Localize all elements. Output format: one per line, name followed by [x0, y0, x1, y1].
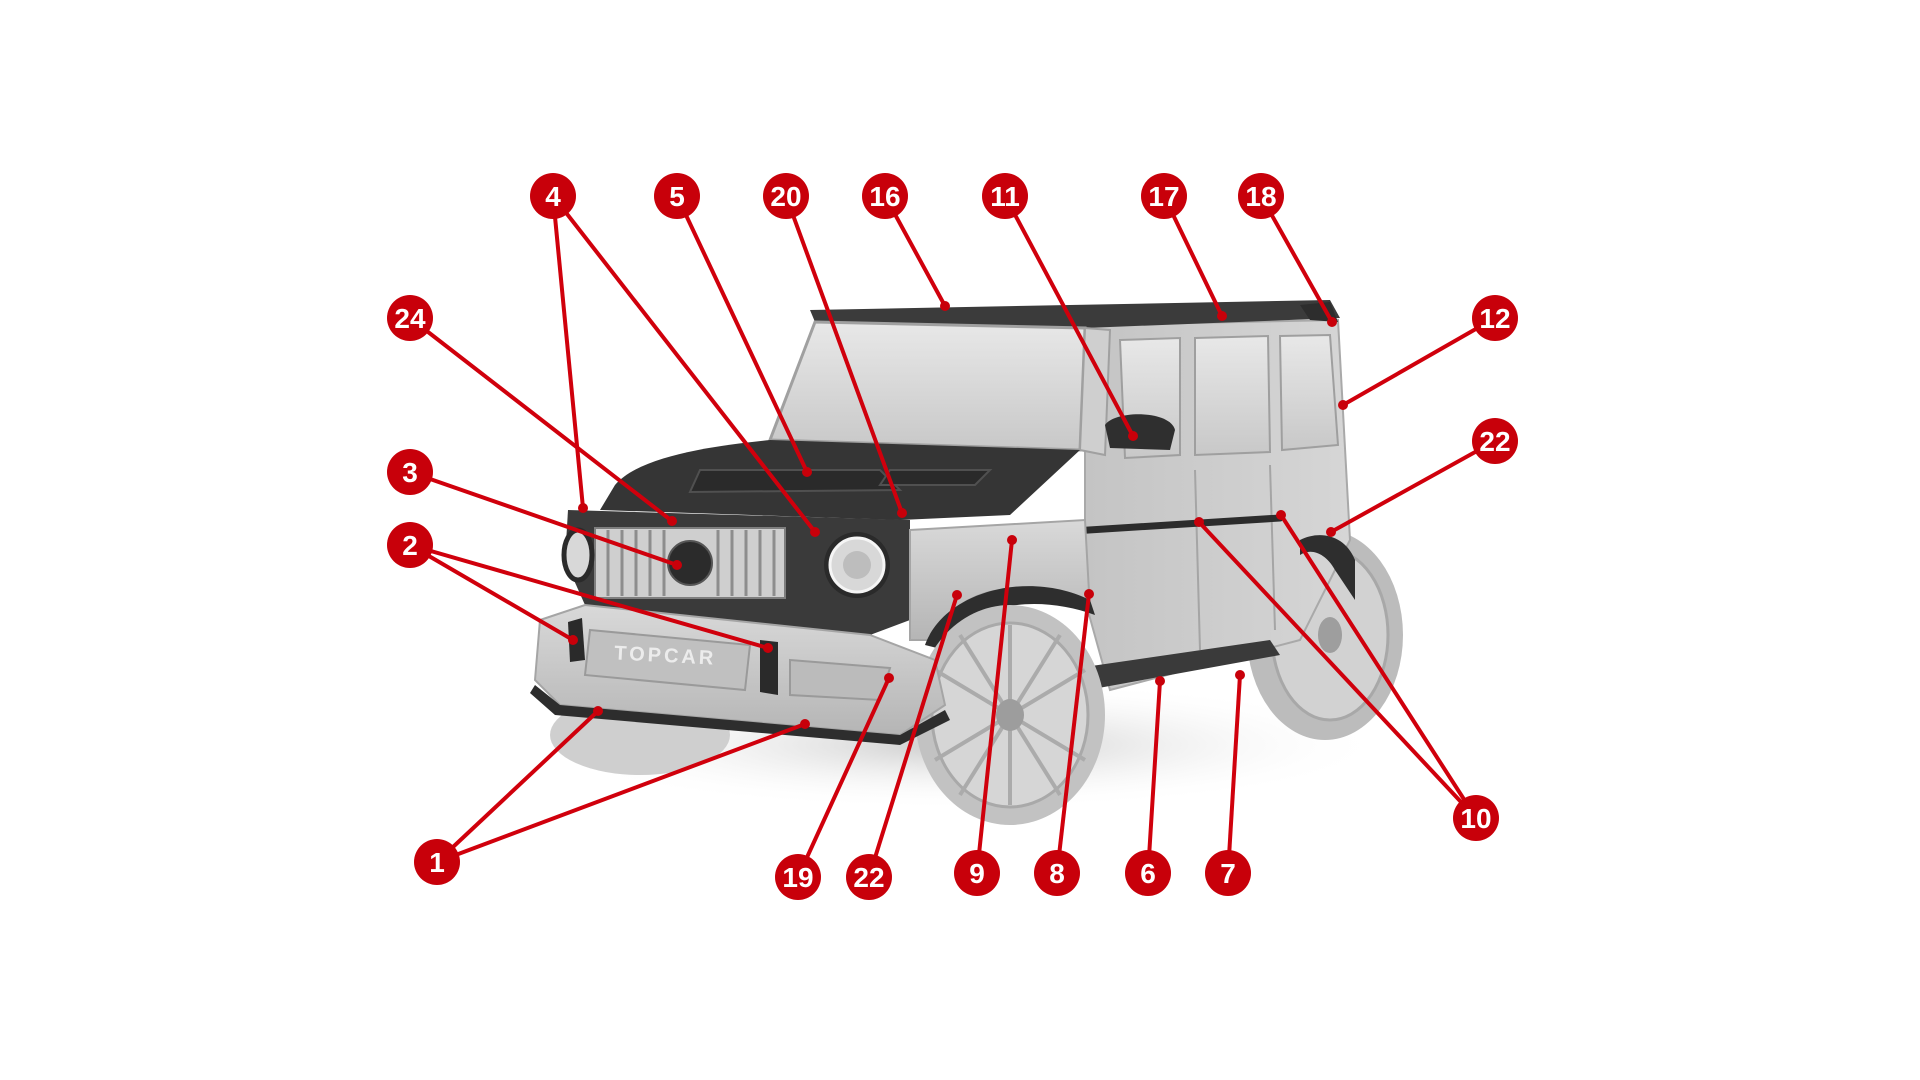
callout-19[interactable]: 19	[775, 854, 821, 900]
callout-12[interactable]: 12	[1472, 295, 1518, 341]
callout-8-label: 8	[1049, 858, 1065, 889]
leader-lines	[408, 194, 1496, 878]
leader-10a	[1197, 520, 1478, 820]
leader-18	[1259, 195, 1334, 323]
leader-24	[408, 316, 674, 523]
callout-11[interactable]: 11	[982, 173, 1028, 219]
callout-17[interactable]: 17	[1141, 173, 1187, 219]
callout-20[interactable]: 20	[763, 173, 809, 219]
leader-3	[409, 470, 678, 567]
leader-1a	[435, 709, 600, 864]
callout-16[interactable]: 16	[862, 173, 908, 219]
callout-18-label: 18	[1245, 181, 1276, 212]
callout-4-label: 4	[545, 181, 561, 212]
leader-4a	[551, 195, 585, 509]
roof-panel	[810, 300, 1340, 328]
side-mirror	[1105, 414, 1175, 450]
side-window-middle	[1194, 334, 1272, 457]
leader-22a	[867, 594, 959, 878]
callout-badges: 1 2 3 4 5 6 7 8 9 10 11 12 16 17 18 19 2…	[387, 173, 1518, 900]
callout-16-label: 16	[869, 181, 900, 212]
front-splitter	[530, 685, 950, 745]
front-wheel-arch-flare	[925, 586, 1095, 650]
leader-22b	[1330, 439, 1496, 534]
callout-22-front[interactable]: 22	[846, 854, 892, 900]
leader-20	[784, 195, 904, 514]
callout-1[interactable]: 1	[414, 839, 460, 885]
vehicle-illustration: TOPCAR	[530, 300, 1403, 825]
leader-12	[1342, 316, 1496, 407]
callout-7-label: 7	[1220, 858, 1236, 889]
leader-5	[675, 195, 809, 473]
hood-scoop	[878, 469, 993, 486]
brand-badge-text: TOPCAR	[614, 642, 717, 669]
callout-3-label: 3	[402, 457, 418, 488]
headlight-left	[561, 527, 595, 583]
callout-10[interactable]: 10	[1453, 795, 1499, 841]
callout-10-label: 10	[1460, 803, 1491, 834]
callout-22-rear-label: 22	[1479, 426, 1510, 457]
callout-3[interactable]: 3	[387, 449, 433, 495]
callout-9[interactable]: 9	[954, 850, 1000, 896]
callout-9-label: 9	[969, 858, 985, 889]
front-grille	[594, 527, 786, 599]
leader-11	[1003, 195, 1135, 437]
leader-7	[1226, 674, 1242, 874]
callout-2-label: 2	[402, 530, 418, 561]
callout-7[interactable]: 7	[1205, 850, 1251, 896]
callout-4[interactable]: 4	[530, 173, 576, 219]
callout-1-label: 1	[429, 847, 445, 878]
leader-4b	[551, 194, 817, 534]
hood-vent	[688, 469, 903, 494]
callout-19-label: 19	[782, 862, 813, 893]
callout-20-label: 20	[770, 181, 801, 212]
callout-5-label: 5	[669, 181, 685, 212]
windshield	[767, 320, 1087, 452]
front-wheel	[915, 605, 1105, 825]
leader-2b	[409, 543, 769, 650]
callout-12-label: 12	[1479, 303, 1510, 334]
callout-24[interactable]: 24	[387, 295, 433, 341]
headlight-right	[824, 532, 890, 598]
door-seam-1	[1194, 469, 1201, 651]
callout-18[interactable]: 18	[1238, 173, 1284, 219]
callout-17-label: 17	[1148, 181, 1179, 212]
callout-8[interactable]: 8	[1034, 850, 1080, 896]
leader-9	[975, 539, 1014, 874]
leader-8	[1055, 593, 1091, 874]
leader-19	[796, 677, 891, 878]
callout-22-rear[interactable]: 22	[1472, 418, 1518, 464]
callout-6[interactable]: 6	[1125, 850, 1171, 896]
callout-22-front-label: 22	[853, 862, 884, 893]
callout-11-label: 11	[990, 181, 1020, 212]
bumper-insert-right	[760, 640, 778, 695]
leader-endpoints	[568, 301, 1348, 729]
rear-wheel-arch-flare	[1300, 535, 1355, 600]
leader-2a	[408, 543, 575, 642]
bumper-intake	[583, 628, 752, 692]
side-running-board	[1050, 640, 1280, 695]
side-window-rear	[1278, 333, 1340, 452]
bumper-grille-right	[789, 658, 892, 702]
callout-6-label: 6	[1140, 858, 1156, 889]
a-pillar	[1078, 326, 1112, 457]
leader-6	[1146, 680, 1162, 874]
leader-1b	[436, 722, 806, 864]
callout-5[interactable]: 5	[654, 173, 700, 219]
callout-2[interactable]: 2	[387, 522, 433, 568]
callout-24-label: 24	[394, 303, 426, 334]
leader-10b	[1279, 513, 1478, 820]
